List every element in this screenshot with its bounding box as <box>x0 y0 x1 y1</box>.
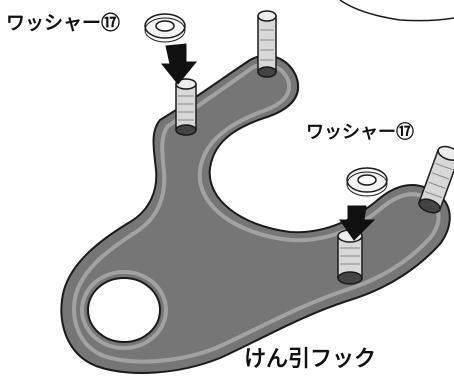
washer-icon <box>144 13 186 43</box>
stud-right <box>337 229 363 285</box>
washer-icon <box>346 167 388 197</box>
arrow-down-icon <box>339 205 376 241</box>
hook-hole-rim <box>80 270 168 350</box>
hook-hole <box>87 277 161 343</box>
vehicle-outline <box>339 0 454 22</box>
arrow-down-icon <box>160 43 198 85</box>
tow-hook-plate-rim <box>72 62 441 364</box>
label-washer-right: ワッシャー⑰ <box>306 122 414 143</box>
stud-far-right <box>418 145 454 214</box>
stud-top <box>257 10 277 78</box>
tow-hook-plate <box>60 54 451 374</box>
label-tow-hook: けん引フック <box>244 347 377 372</box>
label-washer-top: ワッシャー⑰ <box>6 12 121 34</box>
stud-top-left <box>175 78 197 136</box>
